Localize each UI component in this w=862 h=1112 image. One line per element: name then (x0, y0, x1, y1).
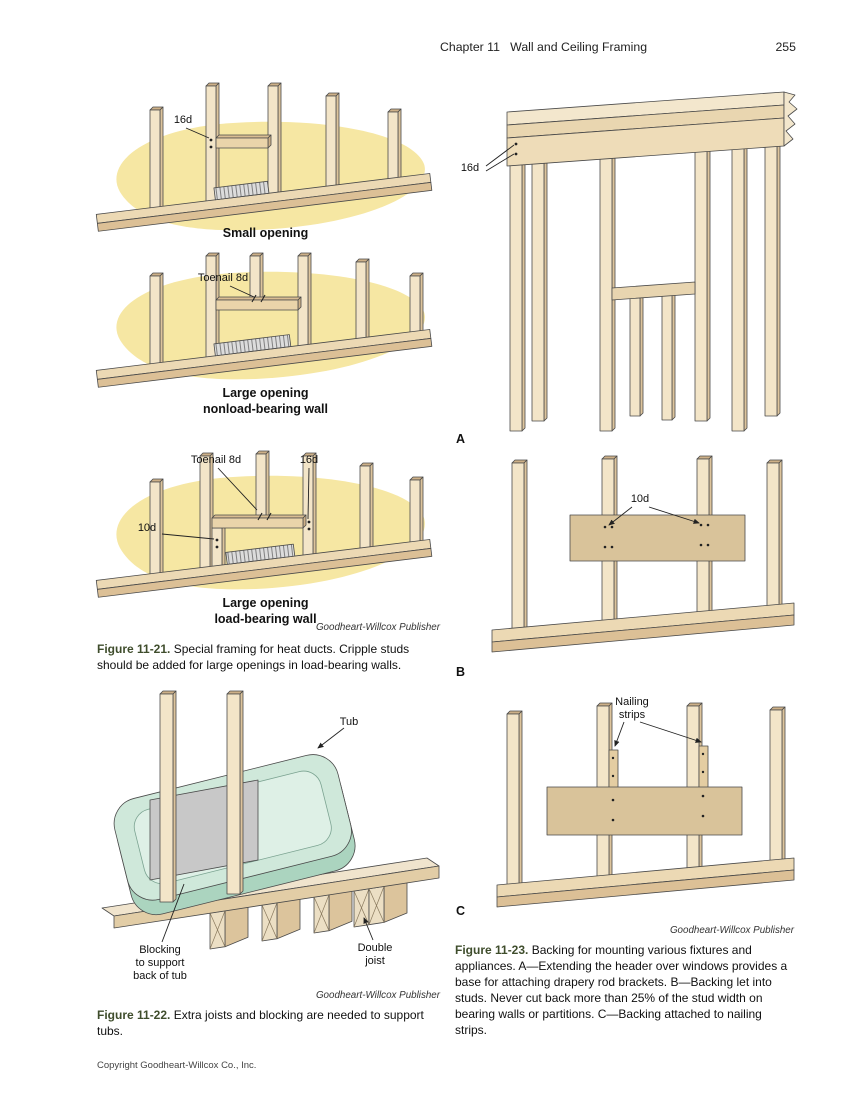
nail-size-label-10d: 10d (137, 522, 157, 534)
caption-text-11-21: Special framing for heat ducts. Cripple … (97, 642, 410, 673)
credit-fig-11-23: Goodheart-Willcox Publisher (669, 925, 794, 936)
nonload-bearing-illustration (95, 252, 433, 388)
credit-fig-11-22: Goodheart-Willcox Publisher (315, 990, 440, 1001)
toenail-label-8d: Toenail 8d (190, 454, 242, 466)
panel-letter-c: C (456, 904, 466, 918)
tub-framing-illustration (101, 690, 440, 950)
credit-fig-11-21: Goodheart-Willcox Publisher (315, 622, 440, 633)
copyright-notice: Copyright Goodheart-Willcox Co., Inc. (97, 1060, 257, 1071)
double-joist-label: Double joist (357, 942, 393, 967)
caption-fig-11-22: Figure 11-22. Extra joists and blocking … (97, 1007, 442, 1039)
diagram-caption-small-opening: Small opening (222, 226, 309, 240)
caption-text-11-23: Backing for mounting various fixtures an… (455, 943, 788, 1038)
diagram-caption-nonload-bearing: Large opening nonload-bearing wall (202, 386, 328, 416)
figure-11-23-panel-c: Nailing strips C (452, 692, 800, 927)
nail-size-label-16d: 16d (460, 162, 480, 174)
figure-11-21-diagram-small-opening: 16d Small opening (88, 80, 443, 250)
figure-11-22-tub-illustration: Tub Blocking to support back of tub Doub… (92, 688, 440, 998)
figure-number-11-23: Figure 11-23. (455, 943, 529, 957)
nailing-strips-illustration (496, 702, 795, 908)
tub-label: Tub (339, 716, 359, 728)
load-bearing-illustration (95, 450, 433, 598)
nailing-strips-label: Nailing strips (615, 696, 649, 721)
window-header-illustration (485, 91, 798, 432)
caption-fig-11-21: Figure 11-21. Special framing for heat d… (97, 641, 442, 673)
blocking-label: Blocking to support back of tub (133, 944, 187, 982)
panel-letter-b: B (456, 665, 466, 679)
figure-number-11-21: Figure 11-21. (97, 642, 171, 656)
page-header: Chapter 11 Wall and Ceiling Framing 255 (440, 40, 796, 54)
nail-size-label-10d: 10d (630, 493, 650, 505)
nail-size-label-16d: 16d (299, 454, 319, 466)
chapter-title: Chapter 11 Wall and Ceiling Framing (440, 40, 648, 54)
nail-size-label-16d: 16d (173, 114, 193, 126)
figure-number-11-22: Figure 11-22. (97, 1008, 171, 1022)
page-number: 255 (775, 40, 796, 54)
panel-letter-a: A (456, 432, 466, 446)
figure-11-21-diagram-nonload-bearing: Toenail 8d Large opening nonload-bearing… (88, 252, 443, 437)
caption-fig-11-23: Figure 11-23. Backing for mounting vario… (455, 942, 795, 1038)
caption-text-11-22: Extra joists and blocking are needed to … (97, 1008, 424, 1039)
toenail-label-8d: Toenail 8d (197, 272, 249, 284)
diagram-caption-load-bearing: Large opening load-bearing wall (214, 596, 317, 626)
figure-11-21-diagram-load-bearing: Toenail 8d 16d 10d Large opening load-be… (88, 448, 443, 638)
let-in-backing-illustration (491, 455, 795, 653)
figure-11-23-panel-b: 10d B (452, 455, 800, 683)
small-opening-illustration (95, 82, 433, 232)
figure-11-23-panel-a: 16d A (452, 84, 800, 454)
